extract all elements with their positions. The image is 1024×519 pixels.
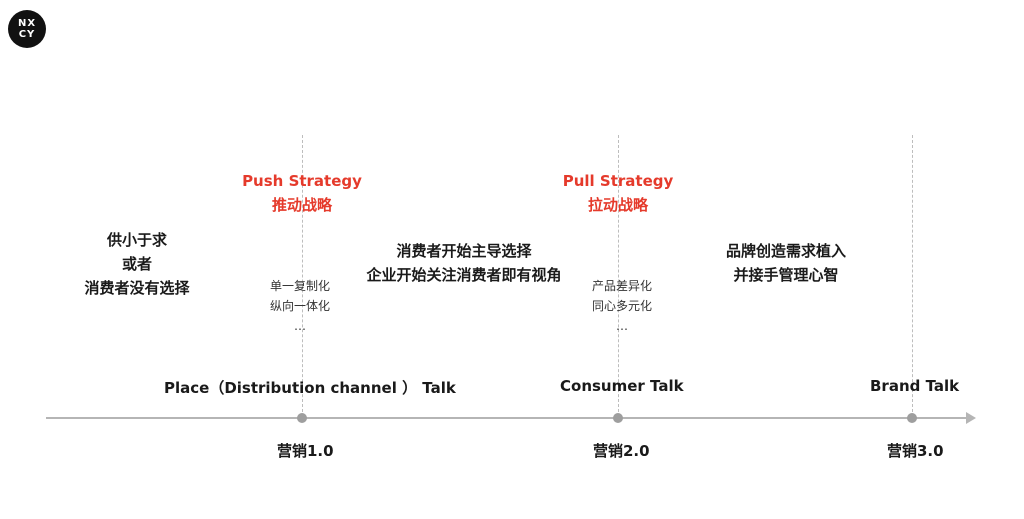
pull-strategy-en: Pull Strategy xyxy=(562,172,674,190)
left-line-1: 供小于求 xyxy=(106,231,167,249)
pull-strategy-zh: 拉动战略 xyxy=(587,196,648,214)
push-item-2: 纵向一体化 xyxy=(270,299,331,313)
pull-strategy-items: 产品差异化 同心多元化 … xyxy=(592,276,652,336)
right-description: 品牌创造需求植入 并接手管理心智 xyxy=(700,239,872,287)
marketing-3-label: 营销3.0 xyxy=(887,442,944,460)
consumer-talk-label: Consumer Talk xyxy=(560,377,684,395)
timeline-dot-2 xyxy=(613,413,623,423)
push-strategy-zh: 推动战略 xyxy=(271,196,332,214)
guide-line-push xyxy=(302,135,303,417)
marketing-2-label: 营销2.0 xyxy=(593,442,650,460)
brand-logo: NX CY xyxy=(8,10,46,48)
timeline-dot-3 xyxy=(907,413,917,423)
left-description: 供小于求 或者 消费者没有选择 xyxy=(52,228,222,300)
pull-item-3: … xyxy=(616,319,628,333)
pull-item-1: 产品差异化 xyxy=(592,279,653,293)
logo-line-1: NX xyxy=(17,18,37,29)
left-line-2: 或者 xyxy=(121,255,152,273)
left-line-3: 消费者没有选择 xyxy=(84,279,190,297)
middle-description: 消费者开始主导选择 企业开始关注消费者即有视角 xyxy=(350,239,578,287)
right-line-2: 并接手管理心智 xyxy=(733,266,839,284)
middle-line-1: 消费者开始主导选择 xyxy=(396,242,532,260)
timeline-arrow-icon xyxy=(966,412,976,424)
push-strategy-en: Push Strategy xyxy=(242,172,362,190)
push-strategy-items: 单一复制化 纵向一体化 … xyxy=(270,276,330,336)
push-item-3: … xyxy=(294,319,306,333)
brand-talk-label: Brand Talk xyxy=(870,377,960,395)
push-item-1: 单一复制化 xyxy=(270,279,331,293)
pull-item-2: 同心多元化 xyxy=(592,299,653,313)
pull-strategy-title: Pull Strategy 拉动战略 xyxy=(538,169,698,217)
marketing-1-label: 营销1.0 xyxy=(277,442,334,460)
right-line-1: 品牌创造需求植入 xyxy=(725,242,846,260)
timeline-axis xyxy=(46,417,968,419)
push-strategy-title: Push Strategy 推动战略 xyxy=(222,169,382,217)
logo-line-2: CY xyxy=(18,29,36,40)
place-talk-label: Place（Distribution channel ） Talk xyxy=(164,379,456,397)
middle-line-2: 企业开始关注消费者即有视角 xyxy=(366,266,562,284)
guide-line-pull xyxy=(618,135,619,417)
guide-line-brand xyxy=(912,135,913,417)
timeline-dot-1 xyxy=(297,413,307,423)
